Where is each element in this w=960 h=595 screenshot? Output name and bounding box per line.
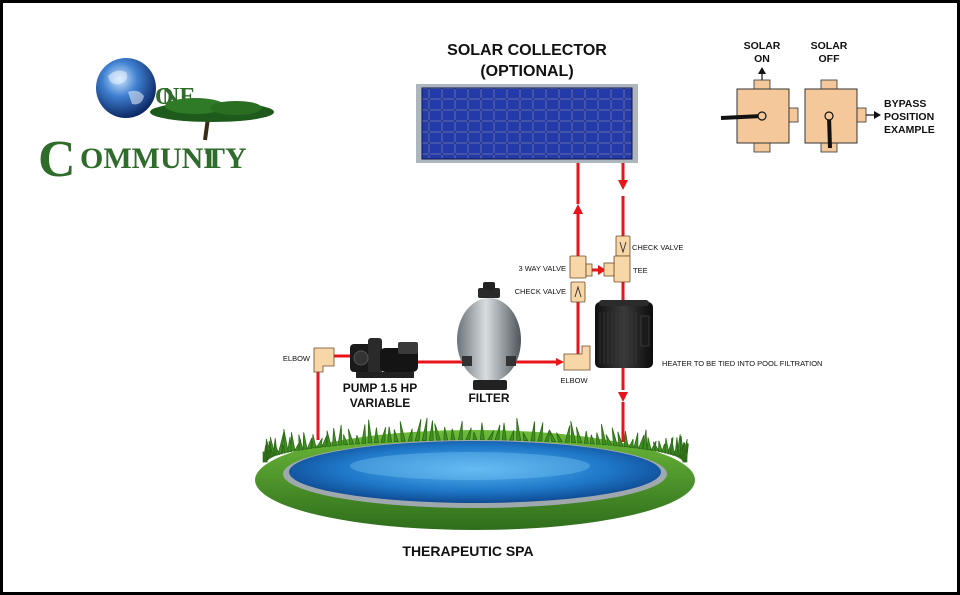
bypass-caption-line-2: POSITION	[884, 111, 934, 123]
up-arrow-icon	[758, 67, 766, 74]
check-valve-left	[570, 281, 586, 303]
bypass-solar-off-valve: SOLAR OFF	[804, 40, 881, 153]
filter-label: FILTER	[468, 391, 509, 405]
fittings	[313, 235, 631, 373]
bypass-solar-on-valve: SOLAR ON	[720, 40, 799, 153]
three-way-valve-label: 3 WAY VALVE	[518, 264, 566, 273]
right-arrow-icon	[874, 111, 881, 119]
flow-arrows	[573, 180, 628, 402]
spa-label: THERAPEUTIC SPA	[402, 543, 533, 559]
earth-globe-icon	[96, 58, 156, 118]
bypass-on-label-top: SOLAR	[744, 40, 781, 52]
therapeutic-spa	[255, 417, 695, 530]
tee-label: TEE	[633, 266, 648, 275]
elbow-right-fitting	[563, 345, 591, 371]
bypass-caption-line-1: BYPASS	[884, 98, 926, 110]
acacia-tree-icon	[150, 98, 274, 141]
bypass-off-label-bottom: OFF	[819, 53, 841, 65]
solar-collector-title: SOLAR COLLECTOR	[447, 42, 607, 59]
up-arrow-icon	[573, 204, 583, 214]
bypass-caption-line-3: EXAMPLE	[884, 124, 935, 136]
heater-label: HEATER TO BE TIED INTO POOL FILTRATION	[662, 359, 822, 368]
three-way-valve	[569, 255, 593, 279]
grass-blades	[262, 417, 689, 463]
pump-label-line-1: PUMP 1.5 HP	[343, 381, 417, 395]
down-arrow-icon	[618, 180, 628, 190]
solar-panel	[416, 84, 638, 163]
check-valve-top	[615, 235, 631, 257]
solar-collector-subtitle: (OPTIONAL)	[480, 63, 573, 80]
logo-community-initial: C	[38, 131, 76, 188]
elbow-left-fitting	[313, 347, 335, 373]
logo-community-rest: OMMUNI	[80, 142, 215, 175]
plumbing-pipes	[316, 163, 625, 442]
logo-community-tail: TY	[205, 142, 247, 175]
elbow-right-label: ELBOW	[560, 376, 588, 385]
pool-heater	[595, 300, 653, 368]
check-valve-left-label: CHECK VALVE	[515, 287, 566, 296]
pump	[350, 338, 418, 378]
pump-label-line-2: VARIABLE	[350, 396, 410, 410]
tee-fitting	[603, 255, 631, 283]
sand-filter	[457, 282, 521, 390]
down-arrow-icon	[618, 392, 628, 402]
right-arrow-icon	[598, 265, 606, 275]
elbow-left-label: ELBOW	[283, 354, 311, 363]
check-valve-top-label: CHECK VALVE	[632, 243, 683, 252]
one-community-logo: O NE C OMMUNI TY	[38, 58, 274, 188]
bypass-on-label-bottom: ON	[754, 53, 770, 65]
bypass-off-label-top: SOLAR	[811, 40, 848, 52]
